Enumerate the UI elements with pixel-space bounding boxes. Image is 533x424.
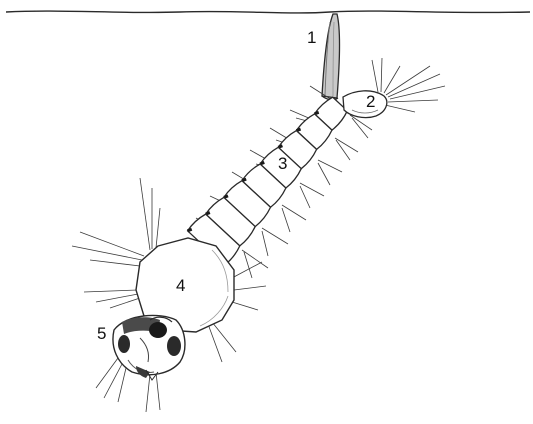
abdominal-segments (188, 97, 348, 265)
anal-segment (343, 91, 387, 118)
water-surface-line (6, 11, 530, 13)
head (113, 315, 185, 380)
callout-number: 1 (307, 29, 316, 46)
callout-number: 4 (176, 277, 185, 294)
callout-number: 2 (366, 93, 375, 110)
callout-number: 3 (278, 155, 287, 172)
callout-number: 5 (97, 325, 106, 342)
breathing-siphon (322, 14, 340, 100)
segment-joint-shade (188, 229, 192, 231)
